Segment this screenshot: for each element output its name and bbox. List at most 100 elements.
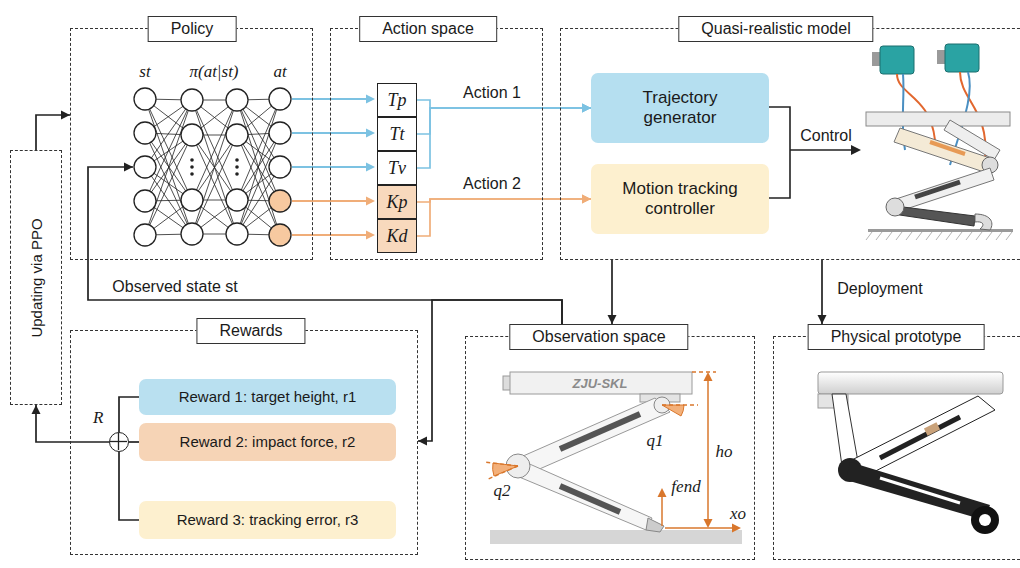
output-arrows-part-part	[366, 197, 375, 206]
prototype-photo-illustration-part	[979, 514, 991, 526]
reward-box: Reward 1: target height, r1	[139, 379, 396, 415]
prototype-photo-illustration-part	[846, 462, 990, 520]
neural-network-part-part	[181, 189, 203, 211]
neural-network-part-part	[190, 165, 194, 169]
robot-model-illustration-part	[866, 232, 1012, 240]
neural-network-part-part	[269, 224, 291, 246]
action-cell: Tt	[377, 117, 417, 151]
neural-network-part-part	[134, 190, 156, 212]
edge-label: Deployment	[835, 280, 924, 298]
observation-leg-illustration-part	[732, 524, 741, 533]
output-arrows-part-part	[366, 163, 375, 172]
robot-model-illustration-part	[975, 214, 992, 230]
arrow-head	[582, 104, 591, 113]
output-arrows-part	[366, 95, 375, 172]
sum-junction: R	[109, 432, 129, 452]
neural-network-part-part	[226, 189, 248, 211]
neural-network-part	[134, 88, 291, 246]
force-label: fend	[671, 477, 700, 497]
node-text: Tv	[388, 158, 406, 179]
angle-label: q2	[494, 481, 511, 501]
angle-label: q1	[647, 431, 664, 451]
arrow-head	[608, 315, 617, 324]
connector	[129, 442, 139, 443]
update-box: Updating via PPO	[10, 150, 62, 405]
observation-leg-illustration-part	[662, 405, 684, 416]
node-text: Reward 3: tracking error, r3	[177, 511, 359, 529]
neural-network-part-part	[190, 172, 194, 176]
observation-leg-illustration-part	[560, 486, 620, 512]
observation-leg-illustration-part	[707, 379, 709, 521]
robot-model-illustration-part	[868, 229, 1013, 232]
neural-network-part-part	[134, 156, 156, 178]
prototype-photo-illustration	[818, 372, 1003, 534]
connector-line	[119, 452, 139, 520]
connector-line	[417, 108, 591, 134]
prototype-photo-illustration-part	[971, 506, 999, 534]
process-box: Trajectory generator	[591, 73, 769, 143]
neural-network-part-part	[269, 122, 291, 144]
control-wires-part	[851, 145, 861, 155]
reward-box: Reward 3: tracking error, r3	[139, 501, 396, 539]
neural-network-part-part	[190, 158, 194, 162]
model-panel: Quasi-realistic modelTrajectory generato…	[560, 28, 1020, 260]
edge-label: Action 2	[461, 175, 523, 193]
robot-model-illustration	[866, 44, 1013, 240]
connector	[119, 452, 139, 520]
robot-model-illustration-part	[866, 112, 1010, 126]
neural-network-part-part	[134, 88, 156, 110]
panel-title: Quasi-realistic model	[678, 16, 873, 42]
prototype-photo-illustration-part	[818, 372, 1003, 394]
arrow-head	[32, 405, 41, 414]
robot-model-illustration-part	[886, 198, 904, 216]
action-cell: Tp	[377, 83, 417, 117]
edge-label: Action 1	[461, 84, 523, 102]
neural-network-part-part	[235, 172, 239, 176]
neural-network-part-part	[235, 165, 239, 169]
node-text: Reward 1: target height, r1	[179, 388, 357, 406]
connector-line	[417, 108, 591, 168]
robot-model-illustration-part	[893, 206, 975, 226]
connector-line	[417, 199, 591, 236]
neural-network	[134, 88, 291, 246]
prototype-panel: Physical prototype	[773, 336, 1020, 560]
symbol-label: st	[139, 62, 150, 82]
node-text: Tt	[389, 124, 404, 145]
connector	[119, 397, 139, 432]
robot-model-illustration-part	[945, 44, 979, 72]
connector	[818, 260, 827, 324]
prototype-photo-illustration-part	[880, 417, 960, 458]
arrow-head	[582, 104, 591, 113]
observation-leg-illustration-part	[658, 488, 667, 497]
neural-network-part-part	[269, 88, 291, 110]
watermark: ZJU-SKL	[573, 376, 628, 391]
connector	[418, 300, 562, 446]
observation-leg-illustration-part	[486, 466, 518, 480]
neural-network-part-part	[226, 89, 248, 111]
sum-label: R	[93, 408, 103, 428]
neural-network-part-part	[181, 223, 203, 245]
observation-leg-illustration-part	[704, 519, 713, 528]
symbol-label: at	[273, 62, 286, 82]
prototype-photo-illustration-part	[924, 422, 940, 435]
output-arrows-part-part	[366, 95, 375, 104]
node-text: Updating via PPO	[28, 218, 45, 337]
robot-model-illustration-part	[893, 168, 994, 212]
panel-title: Rewards	[196, 318, 305, 344]
panel-title: Observation space	[509, 324, 688, 350]
panel-title: Physical prototype	[808, 324, 985, 350]
neural-network-part-part	[226, 124, 248, 146]
output-arrows-part	[366, 197, 375, 240]
neural-network-part-part	[235, 158, 239, 162]
observation-leg-illustration-part	[665, 527, 733, 529]
observation-leg-illustration-part	[512, 458, 652, 530]
observation-leg-illustration-part	[662, 404, 698, 405]
dimension-label: ho	[716, 442, 733, 462]
neural-network-part	[269, 190, 291, 246]
arrow-head	[582, 195, 591, 204]
arrow-head	[124, 163, 133, 172]
symbol-label: π(at|st)	[189, 62, 238, 82]
neural-network-part-part	[269, 190, 291, 212]
robot-model-illustration-part	[894, 128, 990, 172]
